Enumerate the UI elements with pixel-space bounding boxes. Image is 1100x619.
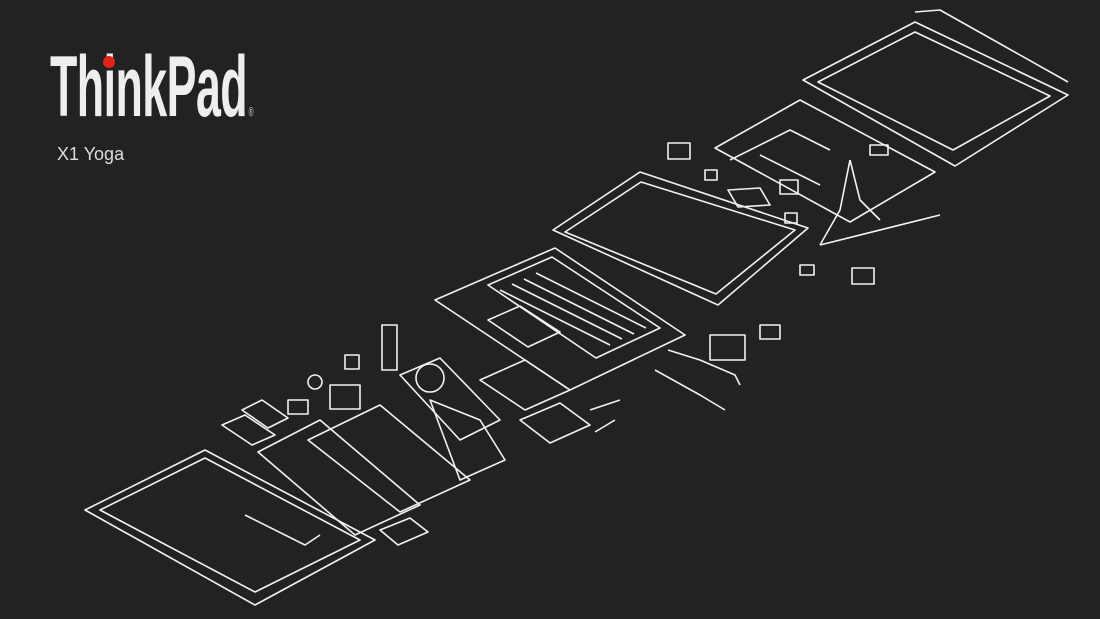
battery	[257, 404, 471, 546]
bottom-base	[84, 449, 376, 606]
display-panel	[802, 9, 1069, 167]
keyboard-deck	[434, 247, 686, 391]
logo-red-dot	[103, 56, 115, 68]
logo-text: ThinkPad	[50, 44, 253, 130]
display-bezel	[714, 99, 941, 246]
thinkpad-logo: ThinkPad	[50, 44, 250, 134]
touchpad	[479, 324, 781, 411]
model-name: X1 Yoga	[57, 144, 125, 164]
motherboard	[307, 324, 506, 481]
back-cover	[552, 171, 809, 306]
ssd-and-modules	[221, 399, 621, 446]
hinges	[667, 142, 875, 285]
